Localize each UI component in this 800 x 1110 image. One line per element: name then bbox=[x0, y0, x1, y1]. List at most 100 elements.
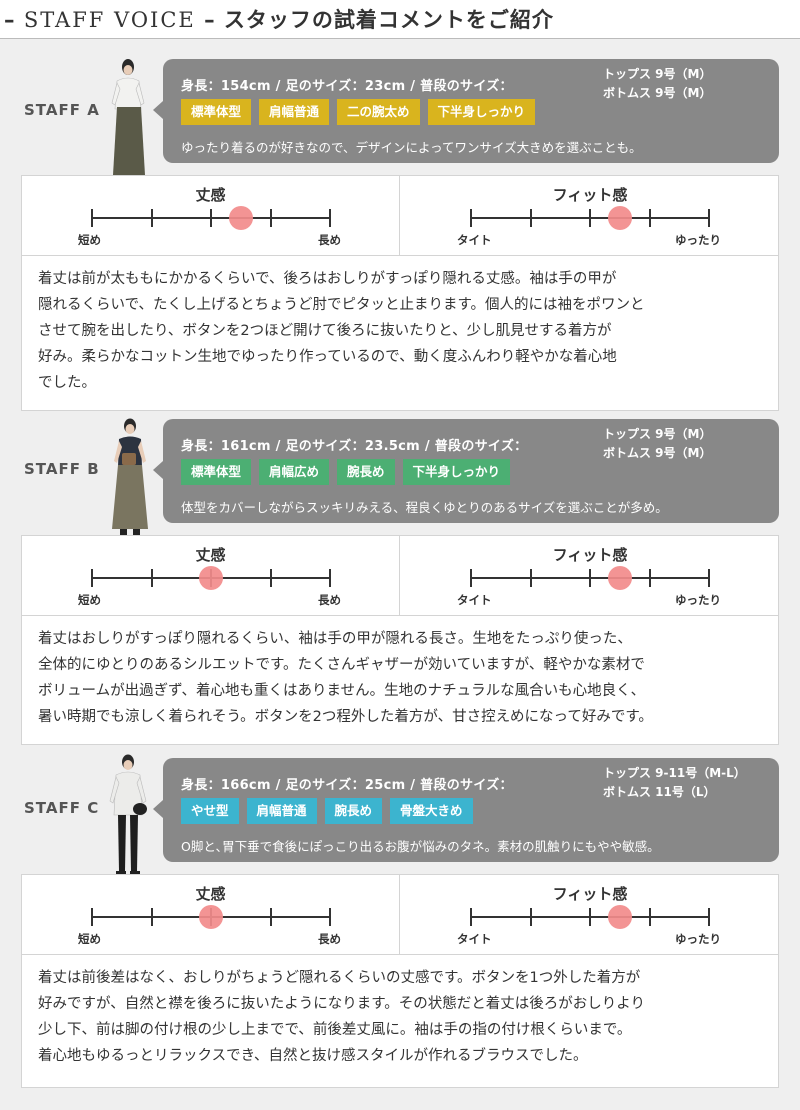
scale-title: フィット感 bbox=[552, 546, 628, 564]
body-tag: 二の腕太め bbox=[337, 99, 420, 125]
staff-a-label: STAFF A bbox=[24, 101, 100, 119]
scale-tick bbox=[529, 209, 532, 227]
staff-a-scales: 丈感短め長め フィット感タイトゆったり bbox=[22, 176, 778, 256]
staff-b-sizes: トップス 9号（M） ボトムス 9号（M） bbox=[603, 425, 711, 463]
scale-left-label: タイト bbox=[457, 233, 492, 247]
staff-a-stats: 身長：154cm / 足のサイズ：23cm / 普段のサイズ： bbox=[181, 79, 513, 94]
staff-voice-panel: STAFF A 身長：154cm / 足のサイズ：23cm / 普段のサイズ： … bbox=[0, 38, 800, 1110]
staff-a-profile-bubble: 身長：154cm / 足のサイズ：23cm / 普段のサイズ： トップス 9号（… bbox=[153, 59, 779, 163]
fit-scale: フィット感タイトゆったり bbox=[401, 176, 779, 256]
comment-line: 着心地もゆるっとリラックスでき、自然と抜け感スタイルが作れるブラウスでした。 bbox=[38, 1048, 588, 1064]
comment-line: 暑い時期でも涼しく着られそう。ボタンを2つ程外した着方が、甘さ控えめになって好み… bbox=[38, 709, 653, 725]
scale-right-label: 長め bbox=[318, 233, 341, 247]
body-tag: 腕長め bbox=[324, 798, 383, 824]
body-tag: 標準体型 bbox=[181, 459, 252, 485]
scale-tick bbox=[91, 209, 93, 227]
staff-c-size-tops: トップス 9-11号（M-L） bbox=[603, 766, 746, 780]
comment-line: 着丈はおしりがすっぽり隠れるくらい、袖は手の甲が隠れる長さ。生地をたっぷり使った… bbox=[38, 631, 632, 647]
staff-c-label: STAFF C bbox=[24, 799, 100, 817]
staff-b-label: STAFF B bbox=[24, 460, 100, 478]
fit-scale: フィット感タイト ゆったり bbox=[401, 536, 779, 616]
scale-tick bbox=[529, 908, 532, 926]
scale-title: 丈感 bbox=[195, 186, 226, 204]
title-ja: スタッフの試着コメントをご紹介 bbox=[223, 8, 554, 32]
staff-c-comment: 着丈は前後差はなく、おしりがちょうど隠れるくらいの丈感です。ボタンを1つ外した着… bbox=[22, 955, 778, 1069]
scale-tick bbox=[708, 209, 710, 227]
staff-c-tags: やせ型 肩幅普通 腕長め 骨盤大きめ bbox=[181, 798, 473, 824]
section-title: – STAFF VOICE – スタッフの試着コメントをご紹介 bbox=[4, 4, 554, 34]
staff-c-desc: O脚と､胃下垂で食後にぽっこり出るお腹が悩みのタネ。素材の肌触りにもやや敏感。 bbox=[181, 839, 660, 854]
scale-left-label: タイト bbox=[457, 932, 492, 946]
scale-left-label: タイト bbox=[457, 593, 492, 607]
staff-a-tags: 標準体型 肩幅普通 二の腕太め 下半身しっかり bbox=[181, 99, 536, 125]
scale-left-label: 短め bbox=[78, 233, 101, 247]
body-tag: 腕長め bbox=[337, 459, 395, 485]
scale-tick bbox=[150, 209, 153, 227]
scale-tick bbox=[589, 908, 591, 926]
scale-left-label: 短め bbox=[78, 593, 101, 607]
scale-tick bbox=[329, 908, 331, 926]
scale-title: フィット感 bbox=[552, 186, 628, 204]
staff-b-tags: 標準体型 肩幅広め 腕長め 下半身しっかり bbox=[181, 459, 511, 485]
staff-a-size-tops: トップス 9号（M） bbox=[603, 67, 712, 81]
staff-b-comment: 着丈はおしりがすっぽり隠れるくらい、袖は手の甲が隠れる長さ。生地をたっぷり使った… bbox=[22, 616, 778, 730]
staff-c-review-card: 丈感短め長め フィット感タイトゆったり 着丈は前後差はなく、おしりがちょうど隠れ… bbox=[21, 874, 779, 1088]
scale-tick bbox=[329, 569, 331, 587]
staff-b-stats: 身長：161cm / 足のサイズ：23.5cm / 普段のサイズ： bbox=[181, 439, 528, 454]
scale-left-label: 短め bbox=[78, 932, 101, 946]
staff-b-review-card: 丈感短め 長め フィット感タイト ゆったり 着丈はおしりがすっぽり隠れるくらい、袖は… bbox=[21, 535, 779, 745]
scale-tick bbox=[329, 209, 331, 227]
body-tag: 肩幅広め bbox=[259, 459, 330, 485]
scale-marker bbox=[199, 905, 223, 929]
staff-b-profile-bubble: 身長：161cm / 足のサイズ：23.5cm / 普段のサイズ： トップス 9… bbox=[153, 419, 779, 523]
body-tag: 標準体型 bbox=[181, 99, 252, 125]
scale-marker bbox=[199, 566, 223, 590]
staff-b-size-tops: トップス 9号（M） bbox=[603, 427, 712, 441]
scale-right-label: 長め bbox=[318, 932, 341, 946]
staff-a-photo bbox=[111, 59, 145, 180]
staff-b-scales: 丈感短め 長め フィット感タイト ゆったり bbox=[22, 536, 778, 616]
scale-tick bbox=[708, 569, 710, 587]
staff-c-sizes: トップス 9-11号（M-L） ボトムス 11号（L） bbox=[603, 764, 746, 802]
staff-c-stats: 身長：166cm / 足のサイズ：25cm / 普段のサイズ： bbox=[181, 778, 513, 793]
staff-b-size-bottoms: ボトムス 9号（M） bbox=[603, 446, 712, 460]
scale-marker bbox=[607, 206, 632, 230]
scale-tick bbox=[269, 908, 272, 926]
scale-tick bbox=[470, 209, 472, 227]
body-tag: 肩幅普通 bbox=[259, 99, 330, 125]
title-en: STAFF VOICE bbox=[23, 8, 196, 32]
scale-right-label: ゆったり bbox=[675, 932, 721, 946]
staff-c-profile-bubble: 身長：166cm / 足のサイズ：25cm / 普段のサイズ： トップス 9-1… bbox=[153, 758, 779, 862]
scale-tick bbox=[470, 569, 472, 587]
length-scale: 丈感短め 長め bbox=[22, 875, 400, 955]
body-tag: 骨盤大きめ bbox=[390, 798, 473, 824]
scale-title: 丈感 bbox=[195, 546, 226, 564]
staff-a-comment: 着丈は前が太ももにかかるくらいで、後ろはおしりがすっぽり隠れる丈感。袖は手の甲が… bbox=[22, 256, 778, 396]
body-tag: 肩幅普通 bbox=[246, 798, 317, 824]
scale-tick bbox=[150, 569, 153, 587]
scale-right-label: 長め bbox=[318, 593, 341, 607]
length-scale: 丈感短め 長め bbox=[22, 536, 400, 616]
scale-tick bbox=[470, 908, 472, 926]
scale-tick bbox=[150, 908, 153, 926]
comment-line: 全体的にゆとりのあるシルエットです。たくさんギャザーが効いていますが、軽やかな素… bbox=[38, 657, 645, 673]
header: – STAFF VOICE – スタッフの試着コメントをご紹介 bbox=[0, 0, 800, 38]
staff-c-photo bbox=[109, 754, 147, 876]
staff-a-desc: ゆったり着るのが好きなので、デザインによってワンサイズ大きめを選ぶことも。 bbox=[181, 140, 642, 155]
comment-line: 隠れるくらいで、たくし上げるとちょうど肘でピタッと止まります。個人的には袖をポワ… bbox=[38, 297, 645, 313]
scale-title: 丈感 bbox=[195, 885, 226, 903]
staff-c-scales: 丈感短め長め フィット感タイトゆったり bbox=[22, 875, 778, 955]
scale-marker bbox=[228, 206, 253, 230]
staff-b-desc: 体型をカバーしながらスッキリみえる、程良くゆとりのあるサイズを選ぶことが多め。 bbox=[181, 500, 668, 515]
comment-line: 好み。柔らかなコットン生地でゆったり作っているので、動く度ふんわり軽やかな着心地 bbox=[38, 349, 617, 365]
scale-marker bbox=[607, 905, 632, 929]
comment-line: 好みですが、自然と襟を後ろに抜いたようになります。その状態だと着丈は後ろがおしり… bbox=[38, 996, 645, 1012]
staff-a-size-bottoms: ボトムス 9号（M） bbox=[603, 86, 712, 100]
body-tag: やせ型 bbox=[181, 798, 239, 824]
comment-line: 着丈は前が太ももにかかるくらいで、後ろはおしりがすっぽり隠れる丈感。袖は手の甲が bbox=[38, 271, 617, 287]
scale-right-label: ゆったり bbox=[675, 593, 721, 607]
scale-tick bbox=[589, 569, 591, 587]
scale-tick bbox=[269, 209, 272, 227]
body-tag: 下半身しっかり bbox=[427, 99, 536, 125]
scale-tick bbox=[648, 569, 651, 587]
